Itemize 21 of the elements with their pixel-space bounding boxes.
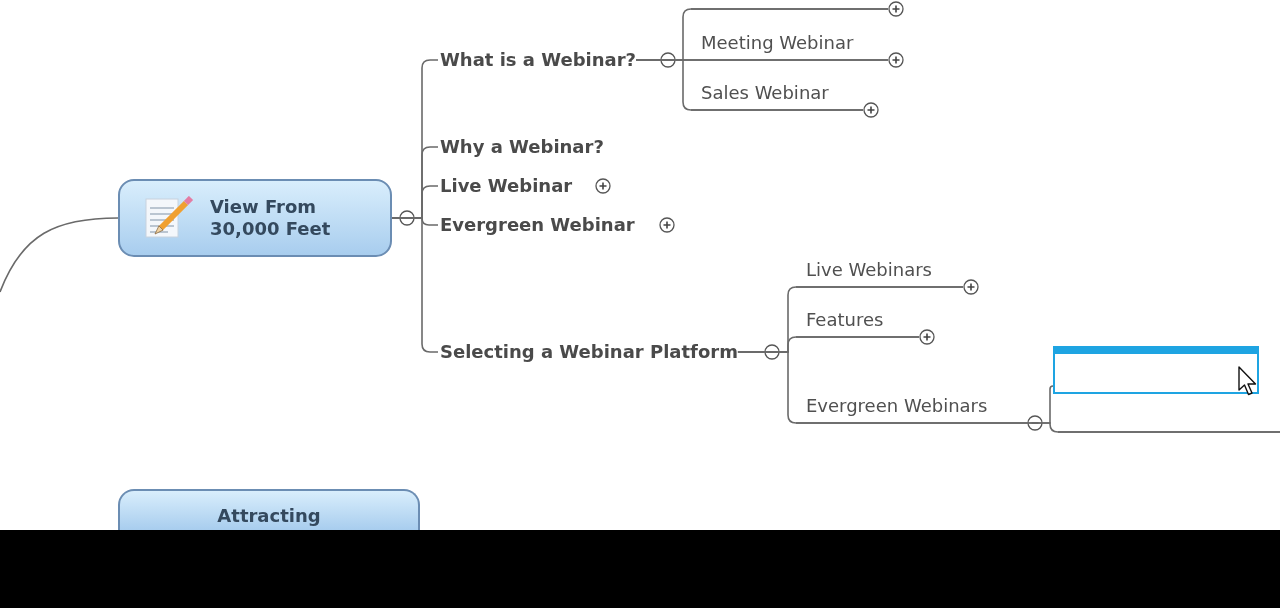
topic-label: Live Webinar (438, 174, 573, 198)
topic-title: View From 30,000 Feet (210, 196, 332, 240)
topic-title: Attracting (217, 505, 321, 527)
topic-label: Evergreen Webinar (438, 213, 635, 237)
connector-line (1026, 422, 1059, 433)
topic-label: Why a Webinar? (438, 135, 604, 159)
topic-box (118, 489, 420, 530)
topic-underline (691, 8, 888, 10)
subtopic-label: Meeting Webinar (683, 29, 888, 61)
topic-underline (1058, 431, 1280, 433)
topic-label: What is a Webinar? (438, 48, 636, 72)
subtopic-label: Evergreen Webinars (796, 392, 1027, 424)
subtopic-label: Live Webinars (796, 256, 963, 288)
connector-line (737, 351, 797, 424)
subtopic-label: Sales Webinar (691, 79, 863, 111)
connector-line (635, 59, 692, 111)
topic-label: Selecting a Webinar Platform (438, 340, 738, 364)
subtopic-label: Features (796, 306, 919, 338)
topic-box (118, 179, 392, 257)
connector-line (0, 217, 119, 293)
selected-topic-box (1053, 346, 1259, 394)
